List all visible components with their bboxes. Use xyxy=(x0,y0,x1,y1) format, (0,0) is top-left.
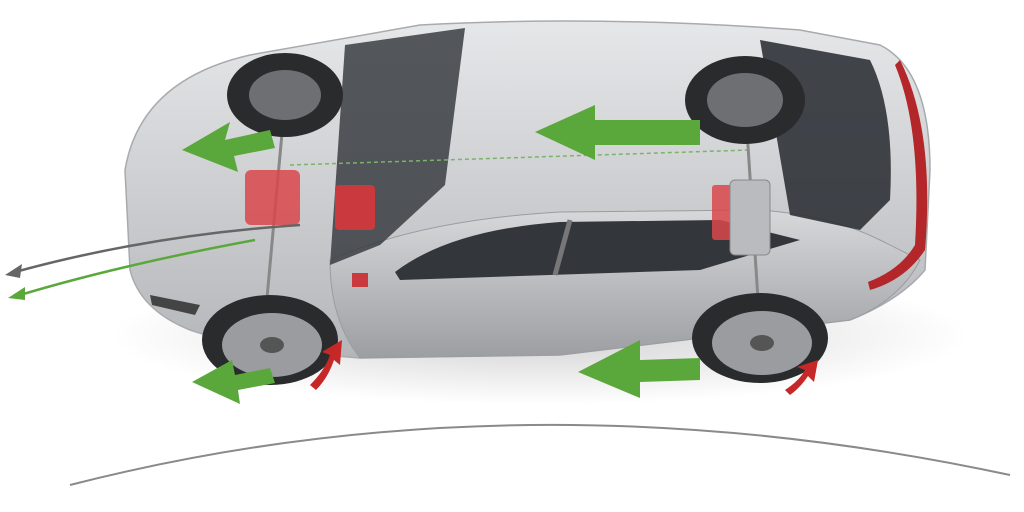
force-arrow-front-axle xyxy=(182,122,275,172)
force-arrow-rear-wheel xyxy=(578,340,700,398)
force-arrow-rear-axle xyxy=(535,105,700,160)
taillight xyxy=(868,60,928,290)
wheel-rear-left xyxy=(685,56,805,144)
trajectory-arrow-gray xyxy=(5,223,301,278)
wheel-front-right xyxy=(202,295,338,385)
force-arrow-front-wheel xyxy=(192,360,275,404)
side-windows xyxy=(395,220,800,280)
rear-electric-motor xyxy=(712,185,734,240)
rotation-arrow-front-wheel xyxy=(310,340,342,390)
trajectory-arrow-green xyxy=(8,238,256,300)
headlight xyxy=(150,295,200,315)
front-electric-motor xyxy=(245,170,300,225)
controller-unit xyxy=(352,273,368,287)
rotation-arrow-rear-wheel xyxy=(785,360,818,395)
wheel-rear-right xyxy=(692,293,828,383)
b-pillar xyxy=(552,219,573,276)
wheel-front-left xyxy=(227,53,343,137)
steering-actuator xyxy=(335,185,375,230)
rear-gearbox xyxy=(729,179,771,256)
ground-curve xyxy=(69,423,1011,486)
